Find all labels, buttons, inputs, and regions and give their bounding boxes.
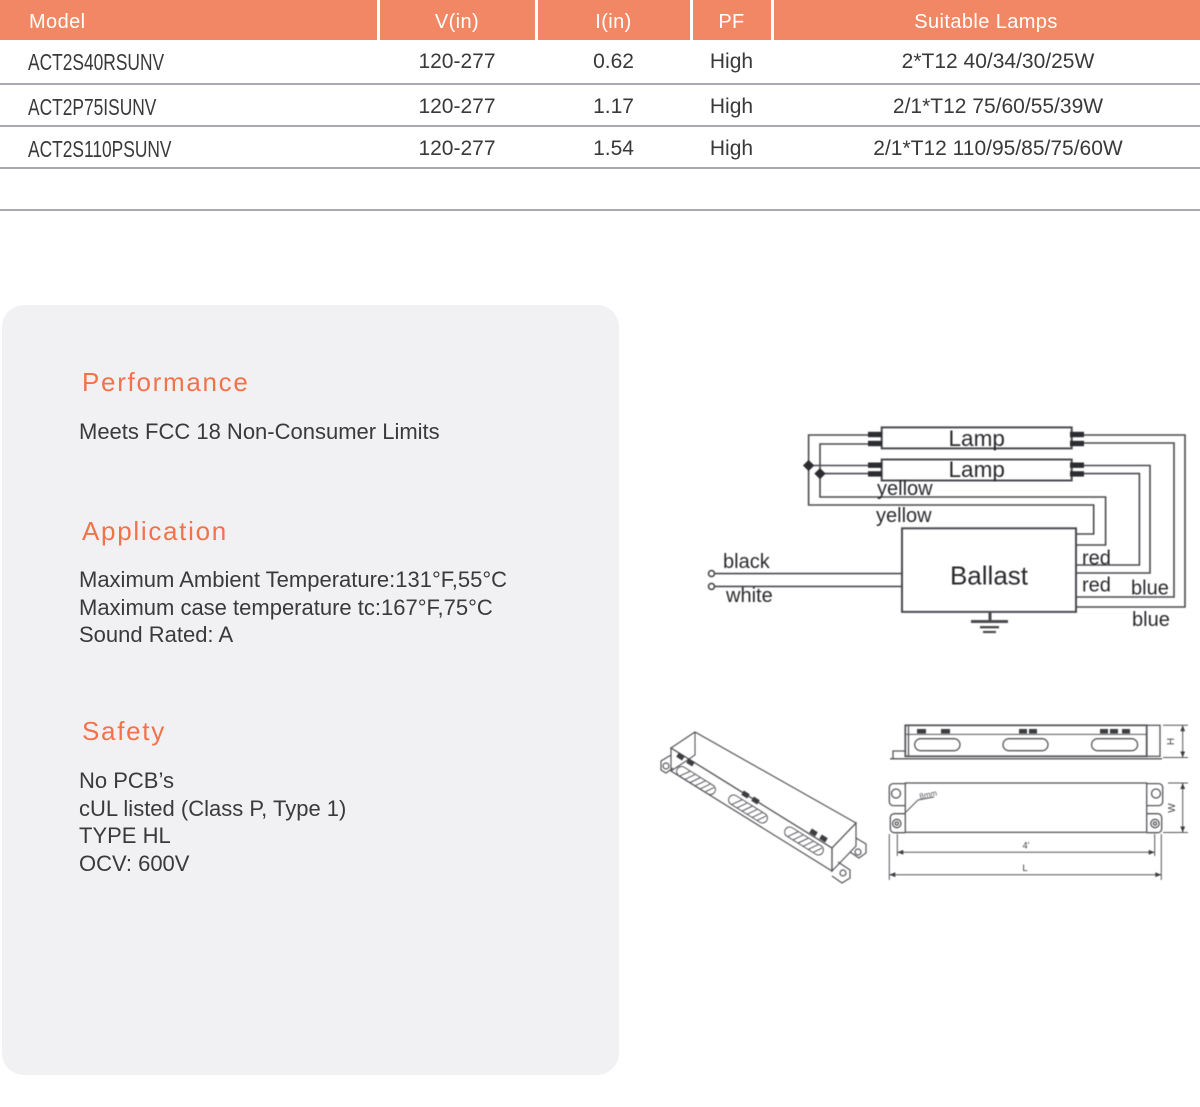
svg-text:white: white [725,585,773,607]
svg-text:blue: blue [1132,609,1170,631]
svg-text:Ballast: Ballast [950,561,1029,591]
svg-text:black: black [723,551,771,573]
svg-text:W: W [1167,803,1178,813]
svg-text:red: red [1082,548,1111,570]
svg-text:8mm: 8mm [919,788,939,801]
svg-text:Lamp: Lamp [949,426,1005,451]
svg-text:4': 4' [1023,841,1030,851]
svg-text:L: L [1022,863,1027,874]
svg-text:Lamp: Lamp [949,457,1005,482]
svg-text:yellow: yellow [877,478,933,500]
svg-text:H: H [1166,738,1177,745]
svg-text:blue: blue [1131,578,1169,600]
svg-text:red: red [1082,575,1111,597]
svg-text:yellow: yellow [876,505,932,527]
